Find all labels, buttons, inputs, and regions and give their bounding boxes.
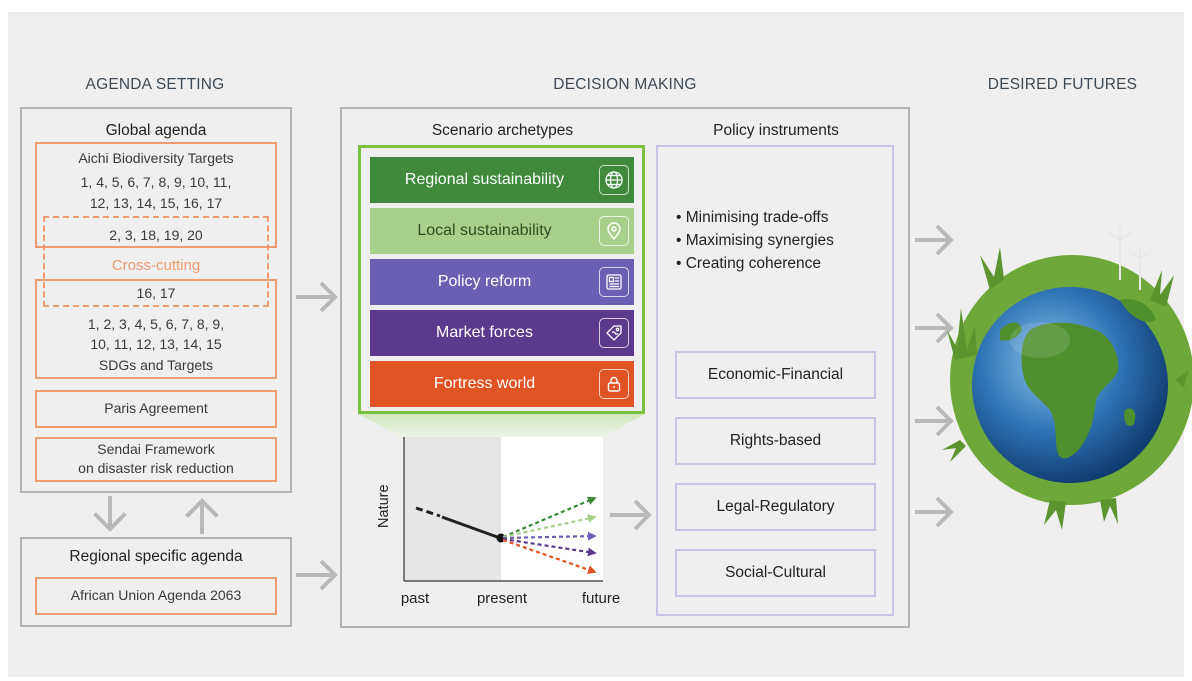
aichi-extra-numbers: 2, 3, 18, 19, 20 bbox=[109, 227, 203, 243]
aichi-numbers-line2: 12, 13, 14, 15, 16, 17 bbox=[89, 195, 223, 211]
cross-cutting-label: Cross-cutting bbox=[111, 257, 201, 274]
scenario-market-forces: Market forces bbox=[370, 310, 634, 356]
sendai-label-line1: Sendai Framework bbox=[97, 441, 215, 457]
scenario-label: Regional sustainability bbox=[404, 171, 565, 188]
cross-cutting-box bbox=[43, 216, 269, 307]
african-union-box bbox=[35, 577, 277, 615]
policy-bullets: • Minimising trade-offs • Maximising syn… bbox=[676, 206, 888, 275]
trajectory-regional-sustainability bbox=[502, 496, 597, 539]
arrow-right-future-4 bbox=[915, 496, 954, 528]
document-icon bbox=[599, 267, 629, 297]
earth-globe-illustration bbox=[942, 226, 1192, 530]
instrument-social-cultural: Social-Cultural bbox=[675, 549, 876, 597]
trajectory-fortress-world bbox=[502, 538, 597, 574]
policy-bullet-text: Maximising synergies bbox=[685, 232, 834, 249]
trend-past-solid bbox=[441, 515, 501, 540]
aichi-box bbox=[35, 142, 277, 248]
arrow-right-regional bbox=[296, 559, 338, 591]
policy-bullet-text: Creating coherence bbox=[685, 255, 822, 272]
arrow-right-future-1 bbox=[915, 224, 954, 256]
sdgs-numbers-line2: 10, 11, 12, 13, 14, 15 bbox=[90, 336, 222, 352]
policy-instruments-box bbox=[656, 145, 894, 616]
money-tag-icon bbox=[599, 318, 629, 348]
policy-bullet: • Creating coherence bbox=[676, 255, 822, 272]
sdgs-title: SDGs and Targets bbox=[98, 357, 214, 373]
padlock-icon bbox=[599, 369, 629, 399]
scenario-archetypes-title: Scenario archetypes bbox=[431, 122, 574, 139]
policy-bullet-text: Minimising trade-offs bbox=[685, 209, 829, 226]
trajectory-market-forces bbox=[502, 537, 597, 557]
sdgs-cross-numbers: 16, 17 bbox=[136, 285, 176, 301]
paris-label: Paris Agreement bbox=[104, 400, 208, 416]
arrow-right-chart bbox=[610, 499, 652, 531]
sendai-label-line2: on disaster risk reduction bbox=[78, 460, 234, 476]
trend-past-dashed bbox=[415, 506, 441, 518]
arrow-right-future-2 bbox=[915, 312, 954, 344]
african-union-label: African Union Agenda 2063 bbox=[70, 587, 242, 603]
trajectory-local-sustainability bbox=[502, 514, 597, 539]
sdgs-numbers-line1: 1, 2, 3, 4, 5, 6, 7, 8, 9, bbox=[87, 316, 225, 332]
scenario-label: Policy reform bbox=[437, 273, 532, 290]
scenario-frame bbox=[358, 145, 645, 414]
arrow-up bbox=[185, 498, 219, 534]
policy-bullet: • Minimising trade-offs bbox=[676, 209, 829, 226]
scenario-policy-reform: Policy reform bbox=[370, 259, 634, 305]
policy-instruments-title: Policy instruments bbox=[713, 122, 839, 139]
scenario-label: Local sustainability bbox=[417, 222, 552, 239]
arrow-right-future-3 bbox=[915, 405, 954, 437]
arrow-down bbox=[93, 496, 127, 532]
regional-agenda-box bbox=[20, 537, 292, 627]
aichi-title: Aichi Biodiversity Targets bbox=[78, 150, 234, 166]
scenario-fortress-world: Fortress world bbox=[370, 361, 634, 407]
header-decision-making: DECISION MAKING bbox=[553, 76, 697, 93]
trajectory-policy-reform bbox=[502, 531, 597, 541]
paris-box bbox=[35, 390, 277, 428]
aichi-numbers-line1: 1, 4, 5, 6, 7, 8, 9, 10, 11, bbox=[80, 174, 232, 190]
sdgs-box bbox=[35, 279, 277, 379]
instrument-rights-based: Rights-based bbox=[675, 417, 876, 465]
globe-icon bbox=[599, 165, 629, 195]
scenario-label: Market forces bbox=[436, 324, 533, 341]
scenario-local-sustainability: Local sustainability bbox=[370, 208, 634, 254]
projection-funnel bbox=[358, 414, 645, 437]
chart-x-label-present: present bbox=[476, 590, 528, 607]
scenario-label: Fortress world bbox=[433, 375, 536, 392]
global-agenda-box bbox=[20, 107, 292, 493]
scenario-regional-sustainability: Regional sustainability bbox=[370, 157, 634, 203]
instrument-legal-regulatory: Legal-Regulatory bbox=[675, 483, 876, 531]
decision-making-box bbox=[340, 107, 910, 628]
policy-bullet: • Maximising synergies bbox=[676, 232, 834, 249]
sendai-box bbox=[35, 437, 277, 482]
chart-x-label-future: future bbox=[581, 590, 621, 607]
global-agenda-title: Global agenda bbox=[105, 122, 207, 139]
header-desired-futures: DESIRED FUTURES bbox=[987, 76, 1138, 93]
header-agenda-setting: AGENDA SETTING bbox=[85, 76, 225, 93]
instrument-economic-financial: Economic-Financial bbox=[675, 351, 876, 399]
location-pin-icon bbox=[599, 216, 629, 246]
chart-x-label-past: past bbox=[400, 590, 430, 607]
regional-agenda-title: Regional specific agenda bbox=[69, 548, 243, 565]
arrow-right-global bbox=[296, 281, 338, 313]
